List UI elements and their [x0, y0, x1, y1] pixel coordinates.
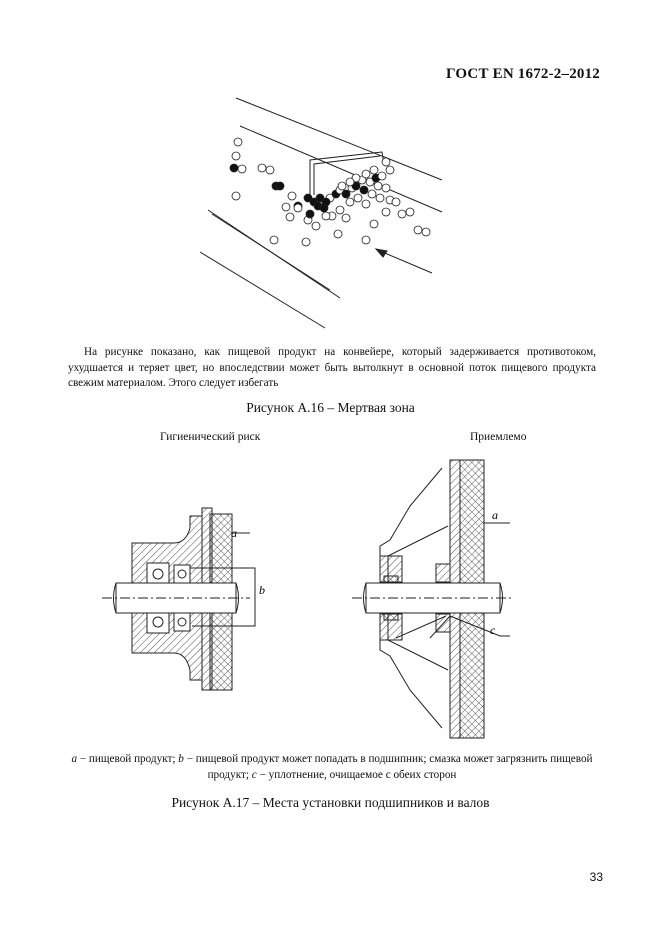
product-particle [381, 207, 391, 217]
right-bearing-assembly [352, 459, 514, 739]
product-particle [365, 177, 375, 187]
product-particle [303, 193, 313, 203]
product-particle [229, 163, 239, 173]
product-particle [367, 189, 377, 199]
product-particle [405, 207, 415, 217]
figure-a16-caption: Рисунок А.16 – Мертвая зона [246, 400, 415, 415]
product-particle [361, 199, 371, 209]
product-particle [321, 197, 331, 207]
right-marker-c: c [490, 623, 496, 637]
product-particle [301, 237, 311, 247]
product-particle [353, 193, 363, 203]
product-particle [361, 169, 371, 179]
product-particle [275, 181, 285, 191]
product-particle [257, 163, 267, 173]
product-particle [315, 193, 325, 203]
flow-arrow [379, 250, 433, 274]
figure-a17-caption: Рисунок А.17 – Места установки подшипник… [171, 795, 490, 810]
bearing-figure: a b a c [102, 459, 514, 739]
product-particle [373, 181, 383, 191]
product-particle [305, 209, 315, 219]
product-particle [369, 165, 379, 175]
product-particle [287, 191, 297, 201]
legend-key-b: b [178, 753, 184, 765]
product-particle [237, 164, 247, 174]
product-particle [381, 183, 391, 193]
product-particle [341, 213, 351, 223]
page-number: 33 [589, 870, 603, 884]
product-particle [269, 235, 279, 245]
product-particle [231, 151, 241, 161]
product-particle [361, 235, 371, 245]
left-marker-a: a [231, 526, 237, 540]
left-marker-b: b [259, 583, 265, 597]
standard-code: ГОСТ EN 1672-2–2012 [446, 66, 600, 82]
label-hygienic-risk: Гигиенический риск [160, 431, 261, 443]
conveyor-upper-edge [239, 125, 443, 213]
product-particle [265, 165, 275, 175]
figure-a16-description: На рисунке показано, как пищевой продукт… [68, 346, 596, 389]
product-particle [381, 157, 391, 167]
product-particle [281, 202, 291, 212]
product-particle [285, 212, 295, 222]
product-particle [345, 197, 355, 207]
product-particle [351, 173, 361, 183]
product-particle [413, 225, 423, 235]
legend-text-c: − уплотнение, очищаемое с обеих сторон [256, 768, 457, 781]
right-cover-lower [379, 639, 449, 729]
product-particle [231, 191, 241, 201]
product-particle [321, 211, 331, 221]
figure-a17-legend: a − пищевой продукт; b − пищевой продукт… [68, 752, 596, 783]
product-particle [233, 137, 243, 147]
right-marker-a: a [492, 508, 498, 522]
product-particle [377, 171, 387, 181]
product-particle [333, 229, 343, 239]
dead-zone-figure [199, 97, 443, 329]
legend-text-a: − пищевой продукт; [77, 753, 179, 765]
label-acceptable: Приемлемо [470, 431, 527, 443]
product-particle [391, 197, 401, 207]
product-particle [359, 185, 369, 195]
product-particle [293, 203, 303, 213]
left-bearing-assembly [102, 507, 256, 691]
product-particle [375, 193, 385, 203]
product-particle [345, 177, 355, 187]
right-cover-upper [379, 467, 449, 557]
product-particle [337, 181, 347, 191]
legend-text-b: − пищевой продукт может попадать в подши… [183, 753, 593, 781]
conveyor-top-edge [235, 97, 443, 181]
product-particle [421, 227, 431, 237]
product-particle [397, 209, 407, 219]
product-particle [369, 219, 379, 229]
legend-key-c: c [251, 768, 257, 781]
conveyor-base-edge [199, 251, 326, 329]
legend-key-a: a [71, 753, 78, 765]
product-particle [341, 189, 351, 199]
baffle-plate [309, 151, 385, 195]
product-particle [335, 205, 345, 215]
product-particle [385, 165, 395, 175]
product-particle [311, 221, 321, 231]
